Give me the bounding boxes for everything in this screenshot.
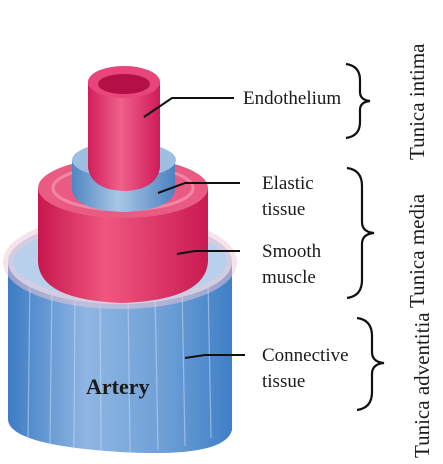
elastic-label-line1: Elastic xyxy=(262,172,314,196)
tunica-intima-brace xyxy=(346,64,370,138)
connective-label-line1: Connective xyxy=(262,344,349,368)
endothelium-label: Endothelium xyxy=(243,87,341,111)
tunica-intima-label: Tunica intima xyxy=(405,44,429,160)
tunic-braces xyxy=(346,64,384,410)
connective-label-line2: tissue xyxy=(262,370,305,394)
artery-label: Artery xyxy=(86,374,150,400)
tunica-adventitia-label: Tunica adventitia xyxy=(410,312,434,458)
elastic-label-line2: tissue xyxy=(262,198,305,222)
endothelium-layer xyxy=(88,66,160,191)
tunica-adventitia-brace xyxy=(357,318,384,410)
smooth-label-line1: Smooth xyxy=(262,240,321,264)
tunica-media-brace xyxy=(347,168,374,298)
smooth-label-line2: muscle xyxy=(262,266,316,290)
tunica-media-label: Tunica media xyxy=(405,194,429,308)
